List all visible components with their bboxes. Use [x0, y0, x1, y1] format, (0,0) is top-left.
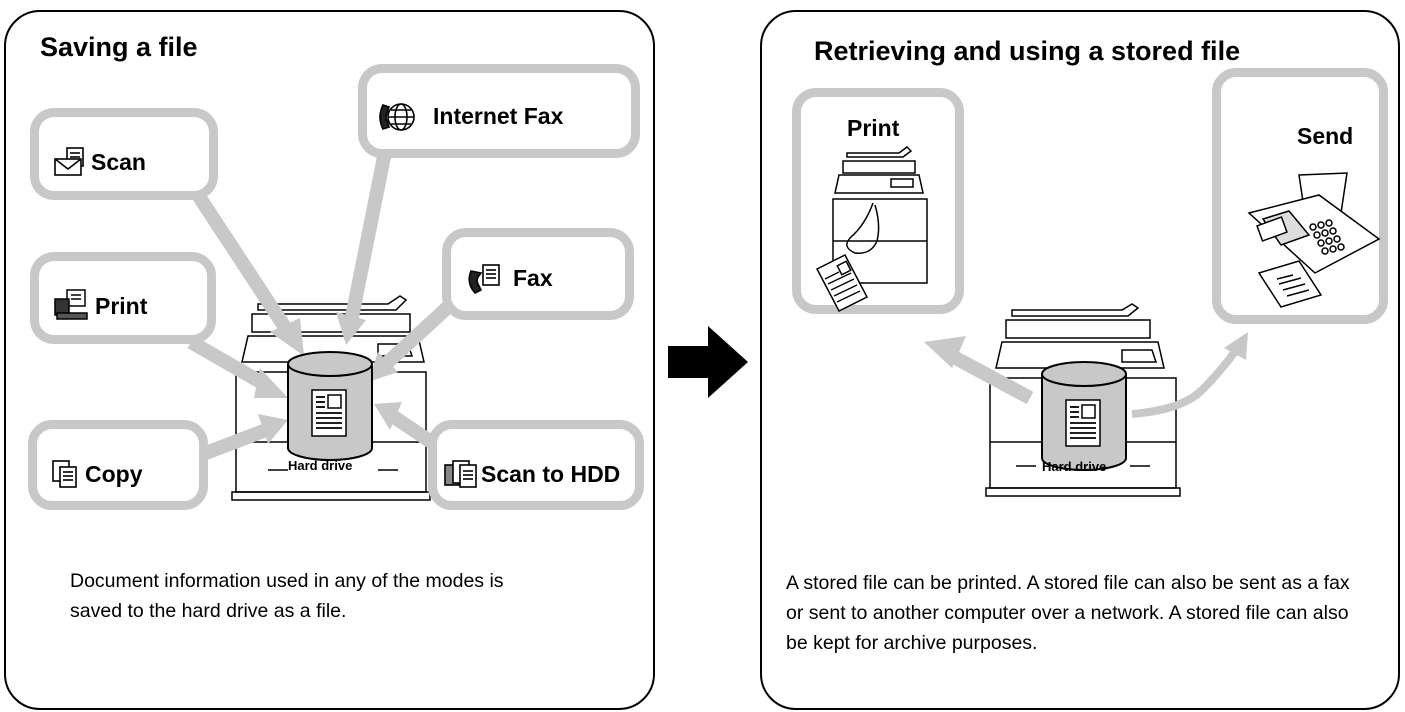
envelope-scan-icon	[54, 147, 84, 176]
input-arrows	[187, 145, 466, 463]
hard-drive-cylinder-icon	[287, 351, 373, 461]
mode-internet-fax-label: Internet Fax	[433, 103, 564, 129]
arrow-scan-to-hdd	[190, 188, 294, 336]
fax-machine-icon	[1247, 172, 1381, 308]
internet-fax-globe-icon	[379, 103, 415, 131]
arrow-hdd-to-send	[1131, 347, 1240, 418]
copy-documents-icon	[52, 460, 77, 488]
mode-scan-to-hdd-box: Scan to HDD	[428, 420, 644, 510]
output-send-box: Send	[1212, 68, 1388, 324]
output-print-box: Print	[792, 88, 964, 314]
saving-description: Document information used in any of the …	[70, 570, 504, 622]
mode-print-box: Print	[30, 252, 216, 344]
saving-file-panel: Saving a file	[4, 10, 655, 710]
arrow-hdd-to-print	[948, 349, 1034, 405]
retrieving-file-panel: Retrieving and using a stored file Print	[760, 10, 1400, 710]
printer-print-icon	[54, 289, 88, 320]
panel-title-retrieving: Retrieving and using a stored file	[814, 36, 1241, 66]
fax-phone-icon	[468, 264, 500, 294]
mode-scan-label: Scan	[91, 149, 146, 175]
copier-machine-icon	[985, 303, 1181, 497]
hard-drive-label: Hard drive	[288, 458, 353, 473]
arrow-copy-to-hdd	[195, 423, 269, 463]
hard-drive-cylinder-icon	[1041, 361, 1127, 471]
arrow-internet-fax-to-hdd	[345, 145, 393, 319]
mode-copy-box: Copy	[28, 420, 208, 510]
scan-to-hdd-icon	[444, 460, 477, 488]
output-print-label: Print	[847, 115, 900, 141]
arrow-print-to-hdd	[187, 335, 268, 391]
mode-fax-box: Fax	[442, 228, 634, 320]
mode-internet-fax-box: Internet Fax	[358, 64, 640, 158]
mode-fax-label: Fax	[513, 265, 553, 291]
printer-with-output-icon	[815, 146, 928, 312]
output-send-label: Send	[1297, 123, 1354, 149]
right-arrow-icon	[668, 326, 748, 398]
panel-title-saving: Saving a file	[40, 32, 198, 62]
mode-copy-label: Copy	[85, 461, 143, 487]
mode-scan-box: Scan	[30, 108, 218, 200]
mode-scan-to-hdd-label: Scan to HDD	[481, 461, 621, 487]
hard-drive-label: Hard drive	[1042, 459, 1107, 474]
output-arrows	[924, 332, 1248, 418]
retrieving-description: A stored file can be printed. A stored f…	[786, 572, 1350, 654]
mode-print-label: Print	[95, 293, 148, 319]
